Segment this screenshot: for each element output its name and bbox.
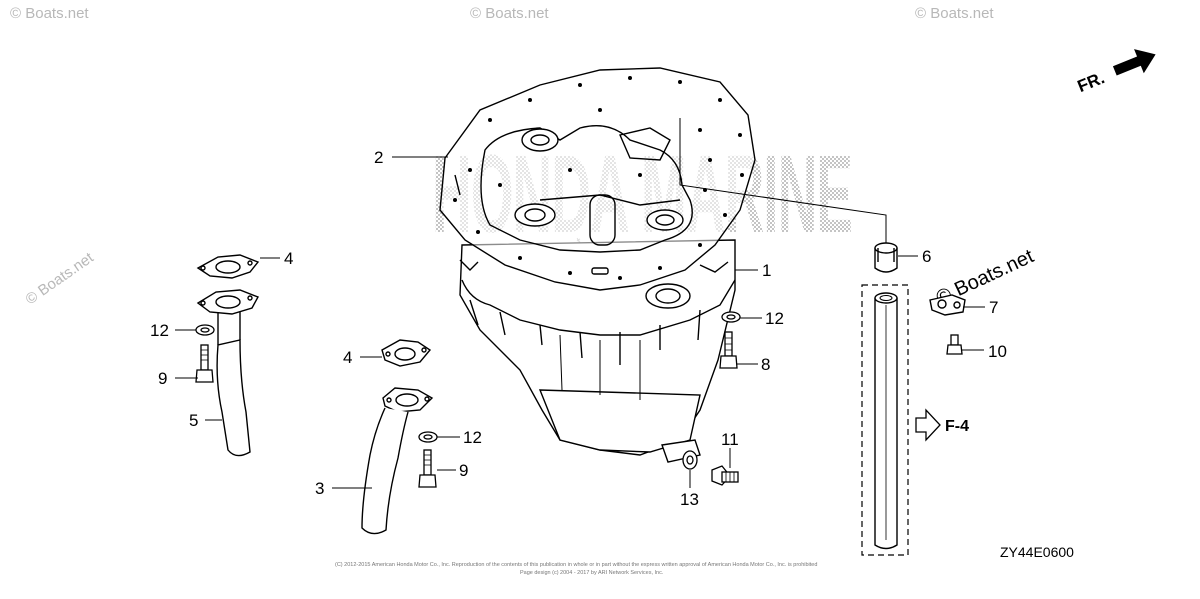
- callout-1: 1: [762, 261, 771, 280]
- callout-12: 12: [463, 428, 482, 447]
- callout-8: 8: [761, 355, 770, 374]
- watermark-text: © Boats.net: [23, 249, 98, 308]
- callout-12: 12: [765, 309, 784, 328]
- callout-11: 11: [721, 430, 739, 449]
- gasket-plate: [439, 67, 756, 291]
- copyright-line-2: Page design (c) 2004 - 2017 by ARI Netwo…: [520, 570, 664, 576]
- washers: [195, 311, 741, 443]
- reference-label: F-4: [945, 418, 969, 435]
- callout-9: 9: [459, 461, 468, 480]
- watermark-text: © Boats.net: [470, 5, 549, 22]
- middle-pipe-assembly: [361, 339, 434, 535]
- left-pipe-assembly: [196, 254, 260, 457]
- leader-lines: [175, 118, 985, 489]
- copyright-line-1: (C) 2012-2015 American Honda Motor Co., …: [335, 562, 817, 568]
- gasket-bolt-holes: [453, 76, 744, 280]
- callout-13: 13: [680, 490, 699, 509]
- callout-6: 6: [922, 247, 931, 266]
- watermark-text: © Boats.net: [915, 5, 994, 22]
- callout-9: 9: [158, 369, 167, 388]
- callout-3: 3: [315, 479, 324, 498]
- clamp-bracket: [929, 294, 966, 316]
- callout-7: 7: [989, 298, 998, 317]
- callout-5: 5: [189, 411, 198, 430]
- small-bolt-10: [946, 334, 963, 355]
- drain-bolt-11: [711, 465, 739, 486]
- drain-washer-13: [682, 450, 698, 470]
- callout-4: 4: [343, 348, 352, 367]
- callout-10: 10: [988, 342, 1007, 361]
- grommet: [874, 242, 898, 273]
- callout-labels: 1 2 3 4 4 5 6 7 8 9 9 10 11 12 12 12 13: [150, 148, 1007, 509]
- bolt-8: [719, 331, 738, 369]
- callout-12: 12: [150, 321, 169, 340]
- front-direction-arrow: FR.: [1075, 49, 1156, 96]
- callout-4: 4: [284, 249, 293, 268]
- bolts-9: [195, 344, 437, 488]
- dipstick-tube: [861, 284, 909, 556]
- diagram-code: ZY44E0600: [1000, 544, 1074, 560]
- watermark-text: © Boats.net: [10, 5, 89, 22]
- callout-2: 2: [374, 148, 383, 167]
- oil-pan-body: [459, 239, 736, 463]
- reference-arrow: F-4: [915, 408, 969, 442]
- direction-label: FR.: [1075, 68, 1108, 96]
